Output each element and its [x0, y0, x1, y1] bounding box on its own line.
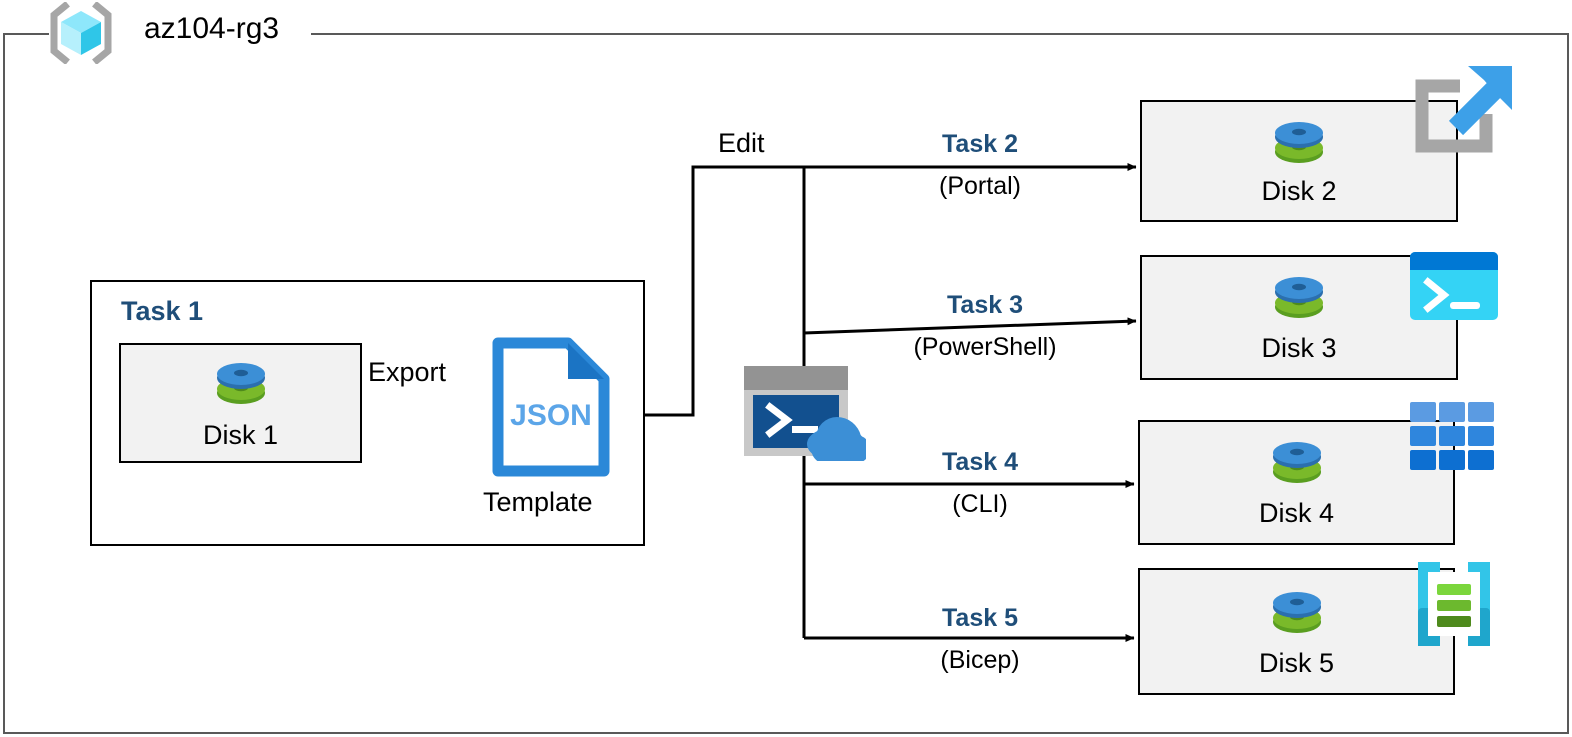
- export-label: Export: [368, 357, 447, 387]
- disk4-icon-holder: [1140, 436, 1453, 494]
- task4-title: Task 4: [942, 448, 1018, 476]
- bicep-icon: [1408, 558, 1500, 655]
- branch-task2-method: (Portal): [860, 172, 1100, 201]
- task3-method: (PowerShell): [913, 333, 1057, 361]
- resource-group-frame-right: [1567, 33, 1569, 734]
- branch-task3-label: Task 3: [855, 291, 1115, 320]
- disk4-caption: Disk 4: [1258, 498, 1334, 528]
- task4-method: (CLI): [952, 490, 1008, 518]
- branch-task3-method: (PowerShell): [855, 333, 1115, 362]
- disk3-icon-holder: [1142, 271, 1456, 329]
- edit-label: Edit: [718, 128, 765, 158]
- disk1-box[interactable]: Disk 1: [119, 343, 362, 463]
- disk5-icon-holder: [1140, 586, 1453, 644]
- managed-disk-icon: [216, 363, 265, 404]
- resource-group-frame-bottom: [3, 732, 1569, 734]
- disk3-box[interactable]: Disk 3: [1140, 255, 1458, 380]
- disk1-icon-holder: [121, 357, 360, 415]
- task3-title: Task 3: [947, 291, 1023, 319]
- task5-method: (Bicep): [940, 646, 1020, 674]
- disk5-caption: Disk 5: [1258, 648, 1334, 678]
- managed-disk-icon: [1272, 442, 1321, 483]
- managed-disk-icon: [1275, 277, 1323, 318]
- azure-cli-icon: [1408, 400, 1496, 477]
- managed-disk-icon: [1275, 122, 1323, 163]
- disk2-box[interactable]: Disk 2: [1140, 100, 1458, 222]
- resource-group-frame-top-left: [3, 33, 49, 35]
- cloud-shell-icon: [744, 366, 871, 466]
- disk2-caption: Disk 2: [1261, 176, 1337, 206]
- disk4-box[interactable]: Disk 4: [1138, 420, 1455, 545]
- resource-group-frame-top-right: [311, 33, 1569, 35]
- resource-group-frame-left: [3, 33, 5, 734]
- managed-disk-icon: [1272, 592, 1321, 633]
- resource-group-name: az104-rg3: [144, 12, 280, 45]
- disk3-caption: Disk 3: [1261, 333, 1337, 363]
- azure-portal-icon: [1408, 62, 1516, 175]
- branch-task5-label: Task 5: [860, 604, 1100, 633]
- disk2-icon-holder: [1142, 116, 1456, 174]
- branch-task5-method: (Bicep): [860, 646, 1100, 675]
- task2-method: (Portal): [939, 172, 1021, 200]
- task1-title: Task 1: [121, 296, 204, 326]
- disk5-box[interactable]: Disk 5: [1138, 568, 1455, 695]
- json-file-icon: JSON: [490, 337, 612, 482]
- task2-title: Task 2: [942, 130, 1018, 158]
- powershell-icon: [1408, 250, 1500, 327]
- task5-title: Task 5: [942, 604, 1018, 632]
- branch-task4-label: Task 4: [860, 448, 1100, 477]
- json-file-type-text: JSON: [510, 399, 592, 432]
- branch-task2-label: Task 2: [860, 130, 1100, 159]
- disk1-caption: Disk 1: [202, 420, 278, 450]
- branch-task4-method: (CLI): [860, 490, 1100, 519]
- template-caption: Template: [483, 487, 593, 517]
- azure-resource-group-icon: [48, 1, 114, 65]
